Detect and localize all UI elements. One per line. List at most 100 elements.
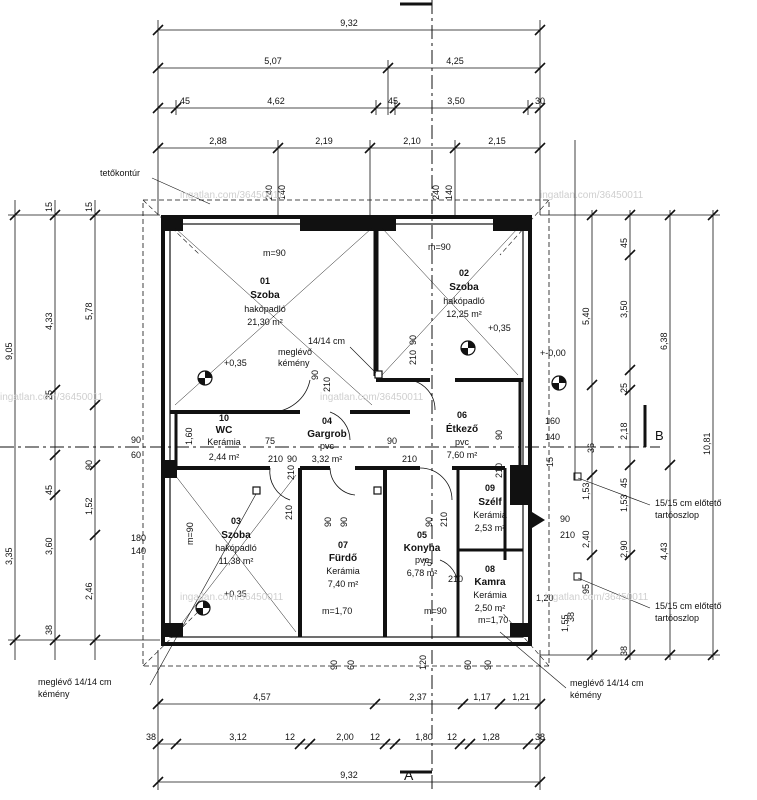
dim-opening: 60 (131, 450, 141, 460)
dim-opening: 90 (329, 660, 339, 670)
svg-text:15/15 cm előtető: 15/15 cm előtető (655, 498, 722, 508)
dim-opening: 15 (545, 457, 555, 467)
dim-top-r4-a: 2,88 (209, 136, 227, 146)
section-axis-a (400, 0, 433, 790)
dim-bottom-total: 9,32 (340, 770, 358, 780)
note-chimney-right: meglévő 14/14 cm kémény (499, 631, 644, 700)
dim-opening: 90 (131, 435, 141, 445)
room-number: 08 (485, 564, 495, 574)
svg-text:14/14 cm: 14/14 cm (308, 336, 345, 346)
dim-opening: 210 (268, 454, 283, 464)
watermarks: ingatlan.com/36450011 ingatlan.com/36450… (0, 190, 649, 603)
dim-right-near: 5,40 (581, 307, 591, 325)
room-07: 07 Fürdő Kerámia 7,40 m² (326, 540, 360, 589)
level-room01: +0,35 (224, 358, 247, 368)
dim-opening: 90 (339, 517, 349, 527)
room-number: 09 (485, 483, 495, 493)
dim-opening: m=1,70 (478, 615, 508, 625)
room-name: Fürdő (329, 553, 357, 564)
dim-opening: 210 (560, 530, 575, 540)
room-area: 2,53 m² (475, 523, 506, 533)
room-04: 04 Gargrob pvc 3,32 m² (307, 416, 346, 464)
dim-bottom-r2: 12 (370, 732, 380, 742)
svg-text:meglévő 14/14 cm: meglévő 14/14 cm (38, 677, 112, 687)
room-area: 2,44 m² (209, 452, 240, 462)
dim-left-mid: 3,60 (44, 537, 54, 555)
room-area: 7,60 m² (447, 450, 478, 460)
room-number: 04 (322, 416, 332, 426)
note-column-2: 15/15 cm előtető tartóoszlop (573, 572, 722, 623)
dim-right-inner: 38 (619, 646, 629, 656)
level-markers (195, 340, 567, 616)
svg-text:kémény: kémény (278, 358, 310, 368)
dim-left-mid: 4,33 (44, 312, 54, 330)
svg-text:15/15 cm előtető: 15/15 cm előtető (655, 601, 722, 611)
dim-top-r3-a: 45 (180, 96, 190, 106)
dim-opening: 140 (277, 185, 287, 200)
room-number: 06 (457, 410, 467, 420)
svg-text:ingatlan.com/36450011: ingatlan.com/36450011 (180, 592, 284, 603)
dim-top-r3-b: 4,62 (267, 96, 285, 106)
dim-opening: 90 (424, 517, 434, 527)
room-area: 2,50 m² (475, 603, 506, 613)
room-number: 07 (338, 540, 348, 550)
dim-bottom-r2: 3,12 (229, 732, 247, 742)
room-name: Konyha (404, 543, 441, 554)
dim-top-total: 9,32 (340, 18, 358, 28)
dim-left-mid: 45 (44, 485, 54, 495)
dim-opening: 38 (566, 612, 576, 622)
room-floor: Kerámia (473, 510, 507, 520)
dim-right-inner: 45 (619, 478, 629, 488)
dim-opening: 140 (444, 185, 454, 200)
room-floor: Kerámia (207, 437, 241, 447)
note-column-1: 15/15 cm előtető tartóoszlop (573, 472, 722, 520)
room-name: Szoba (221, 530, 251, 541)
dim-left-mid: 38 (44, 625, 54, 635)
room-number: 02 (459, 268, 469, 278)
dim-bottom-r1: 1,17 (473, 692, 491, 702)
dim-opening: 90 (323, 517, 333, 527)
room-10: 10 WC Kerámia 2,44 m² (207, 413, 241, 462)
level-outer: +-0,00 (540, 348, 566, 358)
room-name: Kamra (474, 577, 506, 588)
note-chimney-mid: 14/14 cm meglévő kémény (278, 336, 377, 374)
level-room02: +0,35 (488, 323, 511, 333)
svg-text:kémény: kémény (38, 689, 70, 699)
room-area: 21,30 m² (247, 317, 283, 327)
room-03: 03 Szoba hakópadló 11,38 m² (215, 516, 257, 566)
dim-opening: m=90 (424, 606, 447, 616)
top-dimensions (152, 20, 546, 215)
dim-opening: 210 (494, 463, 504, 478)
dim-bottom-r2: 38 (535, 732, 545, 742)
dim-opening: 210 (284, 505, 294, 520)
dim-opening: 75 (265, 436, 275, 446)
svg-text:ingatlan.com/36450011: ingatlan.com/36450011 (540, 190, 644, 201)
room-name: Szoba (250, 290, 280, 301)
room-name: Gargrob (307, 429, 346, 440)
dim-bottom-r1: 4,57 (253, 692, 271, 702)
dim-opening: 140 (545, 432, 560, 442)
dim-opening: 120 (418, 655, 428, 670)
dim-opening: 140 (131, 546, 146, 556)
dim-opening: 210 (448, 574, 463, 584)
dim-top-r4-c: 2,10 (403, 136, 421, 146)
level-room03: +0,35 (224, 589, 247, 599)
dim-right-outer: 10,81 (702, 432, 712, 455)
dim-opening: m=90 (428, 242, 451, 252)
wall-blocks (163, 217, 530, 637)
dim-bottom-r2: 12 (285, 732, 295, 742)
svg-text:ingatlan.com/36450011: ingatlan.com/36450011 (180, 190, 284, 201)
room-floor: pvc (320, 441, 335, 451)
chimney-icon (373, 486, 382, 495)
dim-right-mid: 6,38 (659, 332, 669, 350)
bottom-dimensions (152, 650, 546, 790)
dim-right-inner: 2,18 (619, 422, 629, 440)
dim-opening: 90 (483, 660, 493, 670)
svg-text:ingatlan.com/36450011: ingatlan.com/36450011 (545, 592, 649, 603)
dim-opening: 75 (422, 558, 432, 568)
room-06: 06 Étkező pvc 7,60 m² (446, 410, 478, 460)
dim-opening: 240 (431, 185, 441, 200)
room-number: 03 (231, 516, 241, 526)
dim-right-mid: 4,43 (659, 542, 669, 560)
